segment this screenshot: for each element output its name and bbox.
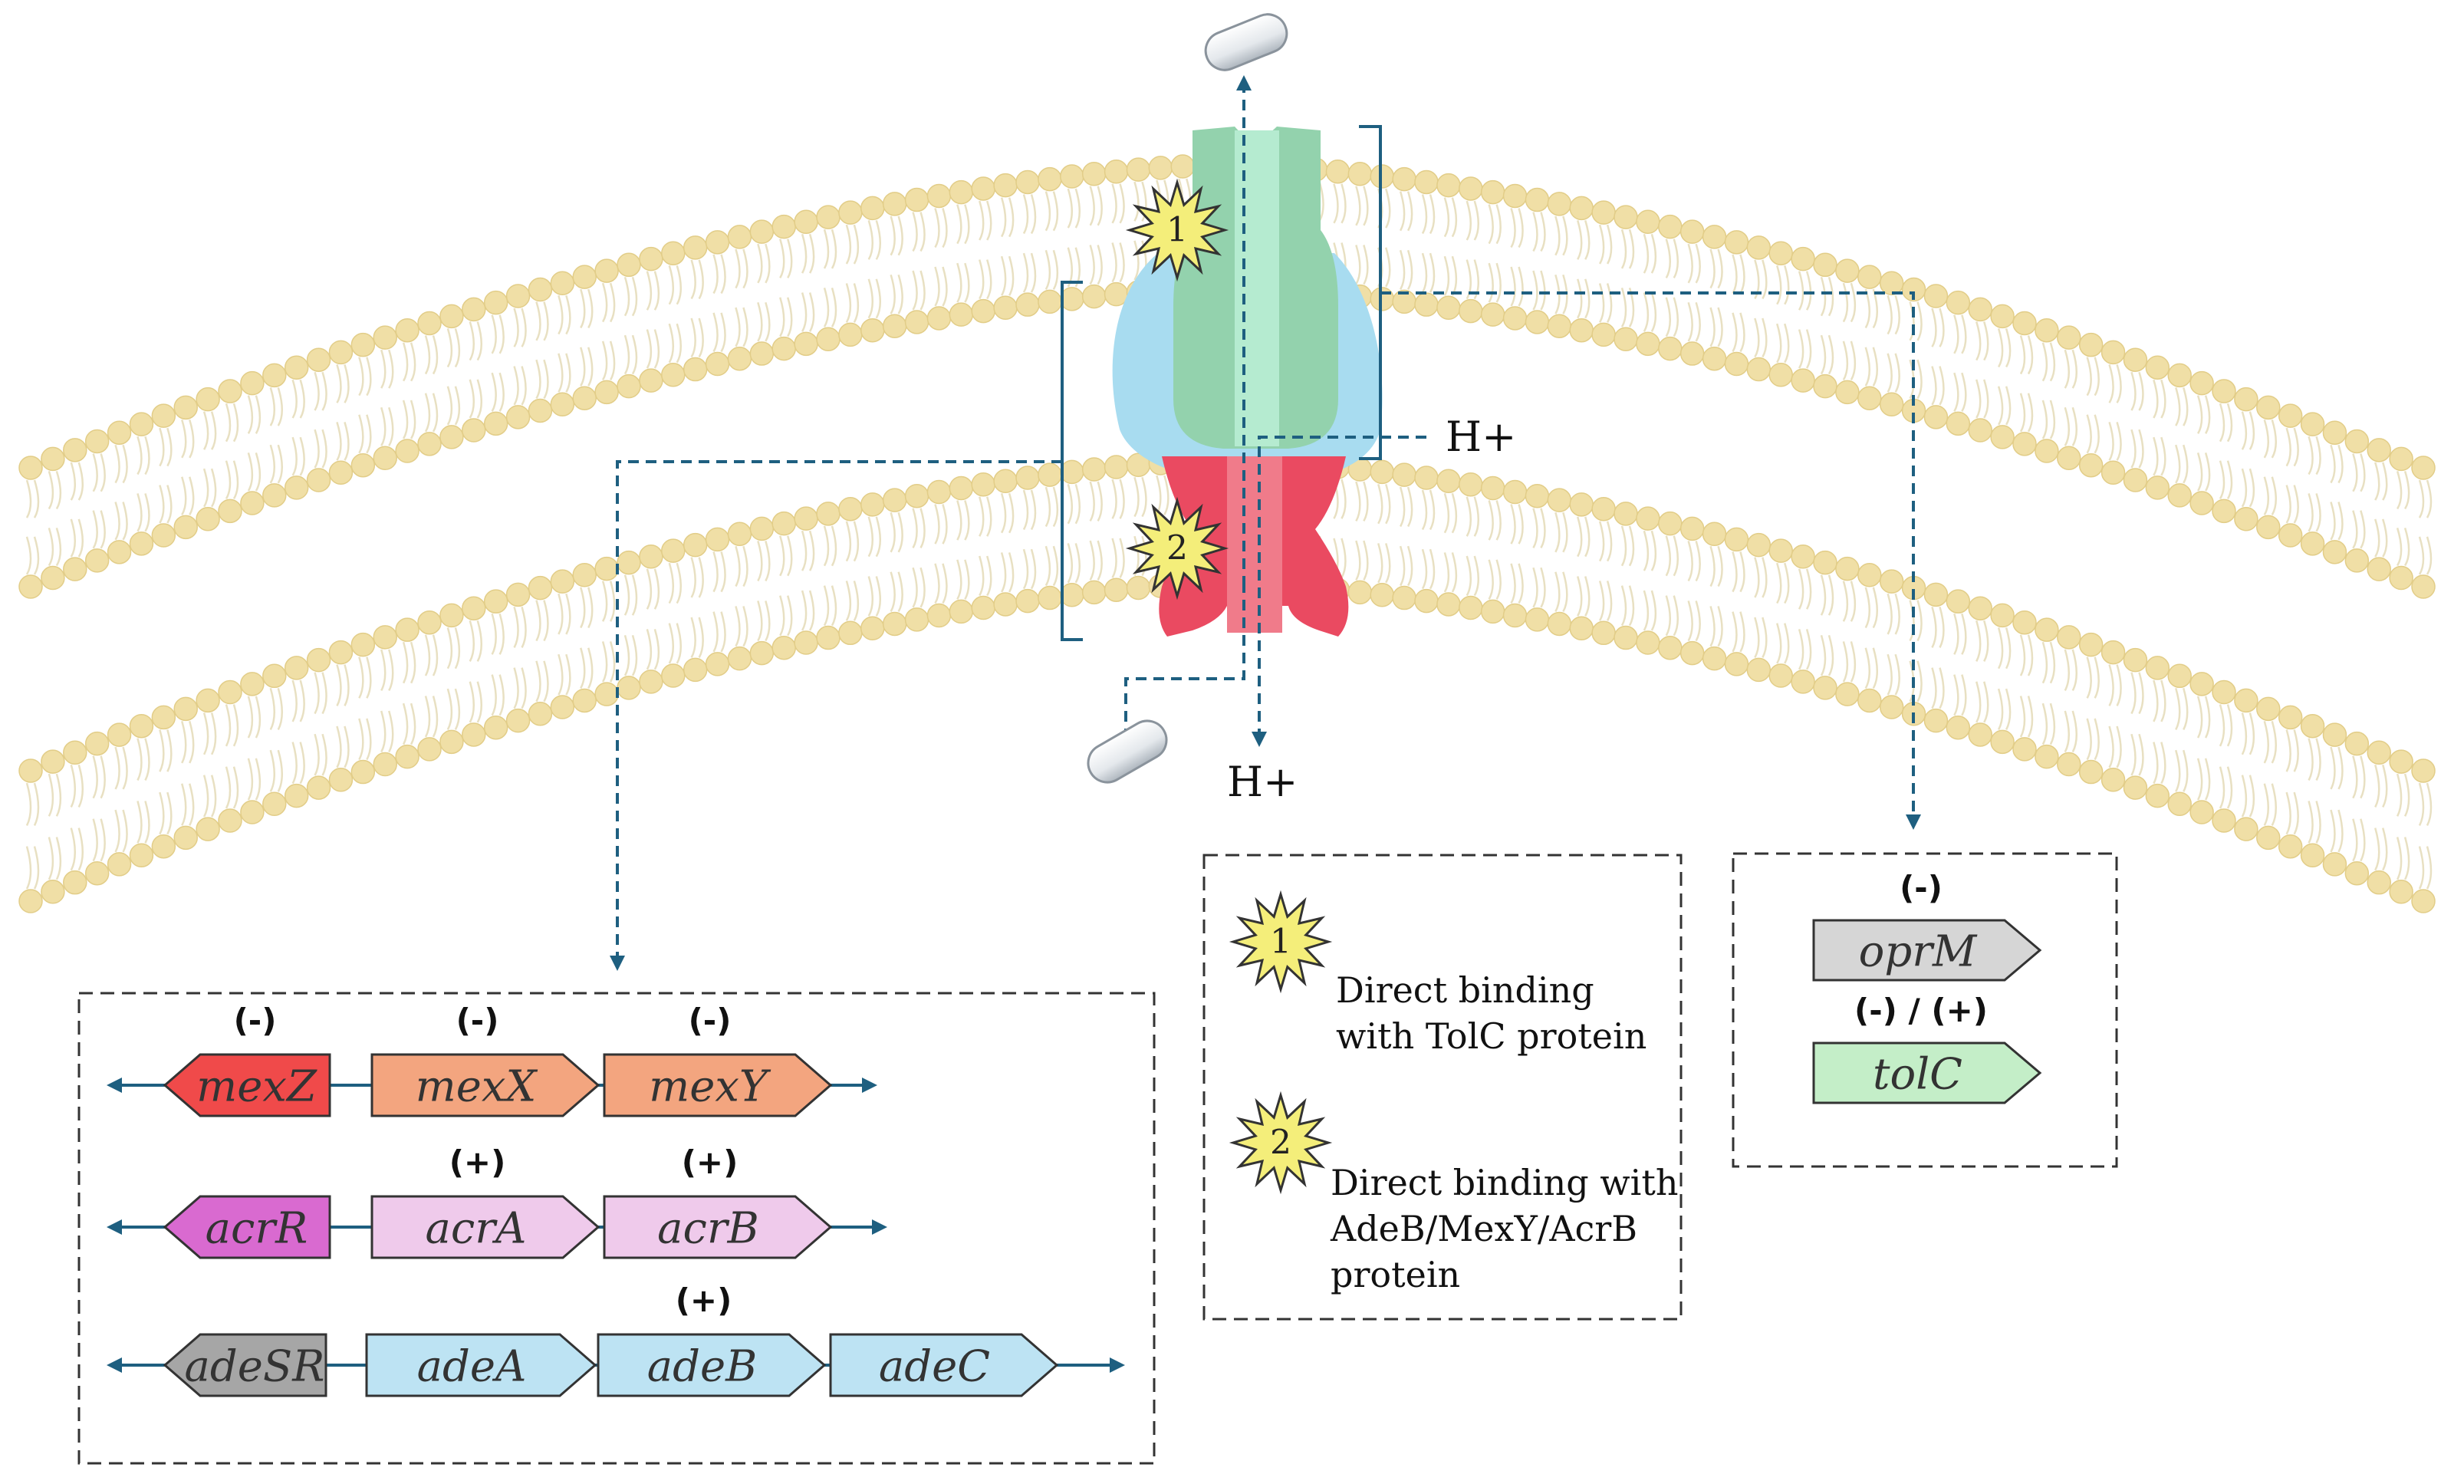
proton-flow-arrow: [1252, 436, 1426, 747]
efflux-pump-complex: [1112, 127, 1383, 637]
lipid-bilayer-2: [18, 448, 2436, 913]
gene-label-mexZ: mexZ: [196, 1062, 317, 1112]
legend-burst-1-number: 1: [1270, 923, 1291, 962]
regulation-tolC: (-) / (+): [1854, 992, 1988, 1029]
gene-oprM: oprM: [1812, 919, 2042, 982]
operon-box: [77, 992, 1156, 1465]
outer-membrane-genes: oprM (-) tolC (-) / (+): [1812, 869, 2042, 1104]
gene-mexX: mexX: [370, 1053, 600, 1117]
regulation-acrA: (+): [449, 1143, 506, 1181]
proton-label-cytoplasm: H+: [1227, 758, 1298, 806]
gene-mexZ: mexZ: [163, 1053, 331, 1117]
gene-acrR: acrR: [163, 1195, 331, 1259]
gene-label-mexY: mexY: [649, 1062, 771, 1112]
binding-site-1-burst: 1: [1125, 178, 1229, 282]
binding-site-2-number: 2: [1166, 529, 1188, 568]
inner-genes-connector: [610, 460, 1062, 971]
operon-row-1: mexZ (-) mexX (-) mexY (-): [107, 1002, 877, 1117]
gene-acrA: acrA: [370, 1195, 600, 1259]
gene-label-mexX: mexX: [416, 1062, 538, 1112]
gene-label-acrA: acrA: [426, 1204, 527, 1254]
legend-item-1-line-2: with TolC protein: [1336, 1015, 1647, 1057]
regulation-mexY: (-): [689, 1002, 732, 1039]
gene-acrB: acrB: [603, 1195, 833, 1259]
gene-label-acrR: acrR: [206, 1204, 308, 1254]
gene-label-oprM: oprM: [1859, 927, 1978, 977]
legend-burst-2-number: 2: [1270, 1124, 1291, 1163]
gene-adeA: adeA: [365, 1333, 597, 1397]
substrate-molecule-top: [1204, 13, 1288, 71]
gene-label-acrB: acrB: [657, 1204, 759, 1254]
legend-item-2-line-3: protein: [1331, 1254, 1460, 1295]
outer-genes-connector: [1380, 291, 1921, 830]
connectors: [610, 75, 1921, 971]
cell-membranes: [18, 153, 2436, 913]
gene-label-adeSR: adeSR: [185, 1342, 325, 1392]
regulation-mexX: (-): [456, 1002, 499, 1039]
legend-item-2: 2 Direct binding with AdeB/MexY/AcrB pro…: [1229, 1091, 1679, 1295]
outer-genes-box: [1732, 852, 2118, 1168]
transporter-channel: [1227, 456, 1282, 633]
gene-tolC: tolC: [1812, 1041, 2042, 1104]
regulation-mexZ: (-): [234, 1002, 277, 1039]
legend-item-2-line-2: AdeB/MexY/AcrB: [1330, 1208, 1637, 1249]
operon-row-2: acrR acrA (+) acrB (+): [107, 1143, 887, 1259]
gene-adeC: adeC: [829, 1333, 1059, 1397]
gene-adeB: adeB: [597, 1333, 827, 1397]
regulation-oprM: (-): [1900, 869, 1943, 907]
legend-burst-2: 2: [1229, 1091, 1333, 1195]
legend-box: [1202, 854, 1683, 1321]
legend-item-1-line-1: Direct binding: [1336, 969, 1594, 1011]
gene-adeSR: adeSR: [163, 1333, 327, 1397]
legend-burst-1: 1: [1229, 890, 1333, 994]
gene-label-adeA: adeA: [417, 1342, 527, 1392]
gene-label-adeB: adeB: [647, 1342, 758, 1392]
gene-mexY: mexY: [603, 1053, 833, 1117]
regulation-adeB: (+): [676, 1282, 732, 1319]
substrate-molecule-bottom: [1087, 719, 1168, 784]
lipid-bilayer-1: [18, 153, 2436, 599]
legend-item-1: 1 Direct binding with TolC protein: [1229, 890, 1647, 1057]
proton-label-periplasm: H+: [1446, 413, 1516, 461]
legend-item-2-line-1: Direct binding with: [1331, 1162, 1679, 1203]
operon-row-3: adeSR adeA adeB (+) adeC: [107, 1282, 1125, 1397]
regulation-acrB: (+): [682, 1143, 739, 1181]
tolc-channel-lumen: [1235, 130, 1279, 446]
gene-label-tolC: tolC: [1873, 1050, 1962, 1100]
binding-site-2-burst: 2: [1125, 496, 1229, 601]
binding-site-1-number: 1: [1166, 211, 1188, 250]
gene-label-adeC: adeC: [879, 1342, 990, 1392]
